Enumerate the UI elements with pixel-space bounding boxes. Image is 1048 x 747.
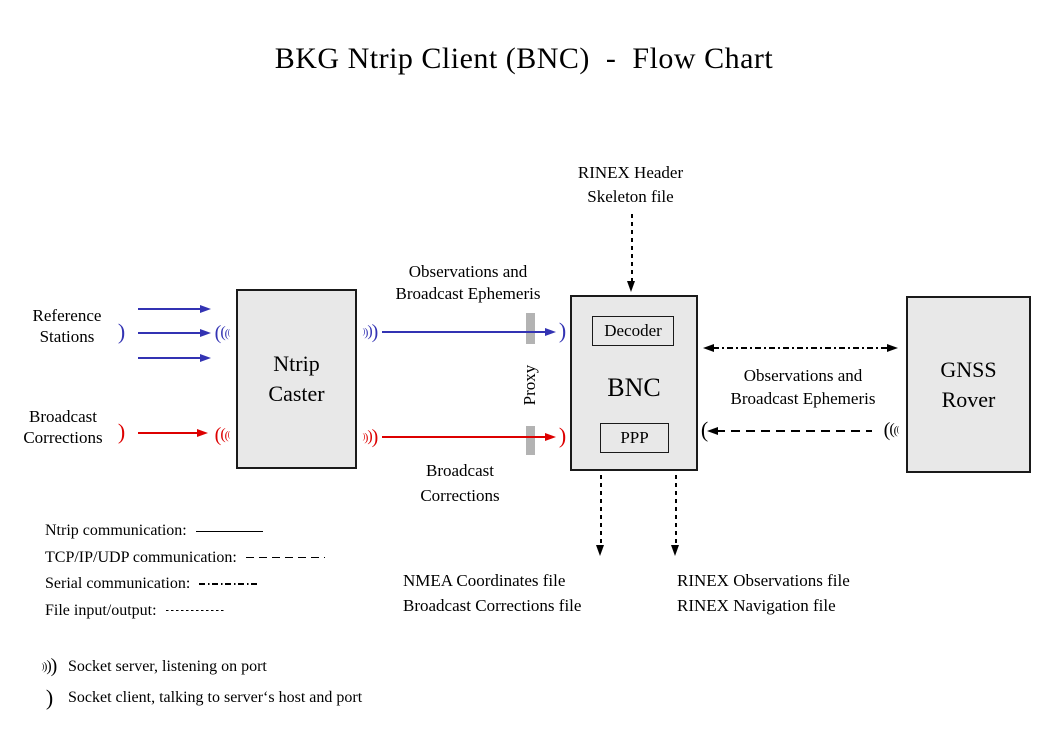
ppp-label: PPP [620,428,649,447]
socket-client-legend-row: ) Socket client, talking to server‘s hos… [36,685,362,711]
decoder-label: Decoder [604,321,662,340]
ntrip-arrow-ref3-head [200,353,211,362]
serial-arrow-line [713,347,889,349]
ntrip-arrow-ref2-head [200,328,211,337]
page-title: BKG Ntrip Client (BNC) - Flow Chart [274,42,774,75]
reference-stations-label: Reference Stations [32,306,102,346]
gnss-rover-label: GNSS Rover [940,356,997,412]
broadcast-corrections-left-label: Broadcast Corrections [23,407,103,447]
serial-arrow-head-right [887,343,898,352]
ntrip-arrow-ref1-head [200,304,211,313]
nmea-output-files-label: NMEA Coordinates file Broadcast Correcti… [403,571,582,615]
node-ppp: PPP [600,423,669,453]
rinex-output-files-label: RINEX Observations file RINEX Navigation… [677,571,850,615]
ntrip-caster-label: Ntrip Caster [268,351,325,406]
ntrip-arrow-corrections-line [138,431,198,434]
skeleton-file-arrow-head [627,281,635,292]
rinex-file-arrow-line [675,475,677,546]
ntrip-arrow-corr-bnc-line [382,435,546,438]
socket-server-icon-gnss: (((( [883,419,900,441]
observations-ephemeris-left-label: Observations and Broadcast Ephemeris [395,262,541,303]
proxy-bar-top [526,313,535,344]
dashdot-line-sample-icon [199,583,261,585]
socket-server-icon-caster-corr-in: (((( [214,424,231,446]
ntrip-arrow-obs-bnc-line [382,330,546,333]
nmea-file-arrow-line [600,475,602,546]
legend-label-ntrip: Ntrip communication: [45,522,187,539]
ntrip-arrow-ref2-line [138,331,201,334]
skeleton-file-arrow-line [631,214,633,282]
ntrip-arrow-corr-bnc-head [545,432,556,441]
tcp-arrow-head [707,426,718,435]
serial-arrow-head-left [703,343,714,352]
solid-line-sample-icon [195,530,263,532]
socket-server-legend-text: Socket server, listening on port [68,657,267,675]
proxy-label: Proxy [520,364,539,406]
observations-ephemeris-right-label: Observations and Broadcast Ephemeris [730,366,876,408]
ntrip-arrow-ref1-line [138,307,201,310]
node-gnss-rover: GNSS Rover [906,296,1031,473]
legend-label-serial: Serial communication: [45,575,191,592]
socket-server-icon-caster-obs-in: (((( [214,322,231,344]
rinex-file-arrow-head [671,545,679,556]
legend-row-tcp: TCP/IP/UDP communication: [45,549,325,567]
legend-row-serial: Serial communication: [45,575,325,593]
node-decoder: Decoder [592,316,674,346]
socket-server-legend-icon: )))) [41,655,58,677]
dotted-line-sample-icon [165,609,224,612]
rinex-header-skeleton-label: RINEX Header Skeleton file [577,163,684,206]
socket-client-legend-icon: ) [45,685,53,710]
line-legend: Ntrip communication: TCP/IP/UDP communic… [45,522,325,628]
socket-client-icon-bnc-tcp: ( [700,417,708,442]
legend-label-tcp: TCP/IP/UDP communication: [45,548,237,566]
legend-row-ntrip: Ntrip communication: [45,522,325,540]
dashed-line-sample-icon [245,556,325,559]
ntrip-arrow-obs-bnc-head [545,327,556,336]
nmea-file-arrow-head [596,545,604,556]
bnc-label: BNC [607,373,661,402]
proxy-bar-bottom [526,426,535,455]
socket-server-icon-caster-corr-out: )))) [362,426,379,448]
node-bnc: Decoder BNC PPP [570,295,698,471]
socket-client-legend-text: Socket client, talking to server‘s host … [68,689,363,706]
ntrip-arrow-ref3-line [138,356,201,359]
node-ntrip-caster: Ntrip Caster [236,289,357,469]
legend-row-file: File input/output: [45,602,325,620]
socket-client-icon-ref: ) [117,319,125,344]
socket-server-icon-caster-obs-out: )))) [362,321,379,343]
socket-server-legend-row: )))) Socket server, listening on port [36,655,362,678]
ntrip-arrow-corrections-head [197,428,208,437]
broadcast-corrections-mid-label: Broadcast Corrections [420,461,500,505]
legend-label-file: File input/output: [45,601,157,619]
socket-client-icon-corrections: ) [117,419,125,444]
socket-legend: )))) Socket server, listening on port ) … [36,655,363,718]
socket-client-icon-bnc-obs: ) [558,318,566,343]
socket-client-icon-bnc-corr: ) [558,423,566,448]
tcp-arrow-line [716,430,872,432]
